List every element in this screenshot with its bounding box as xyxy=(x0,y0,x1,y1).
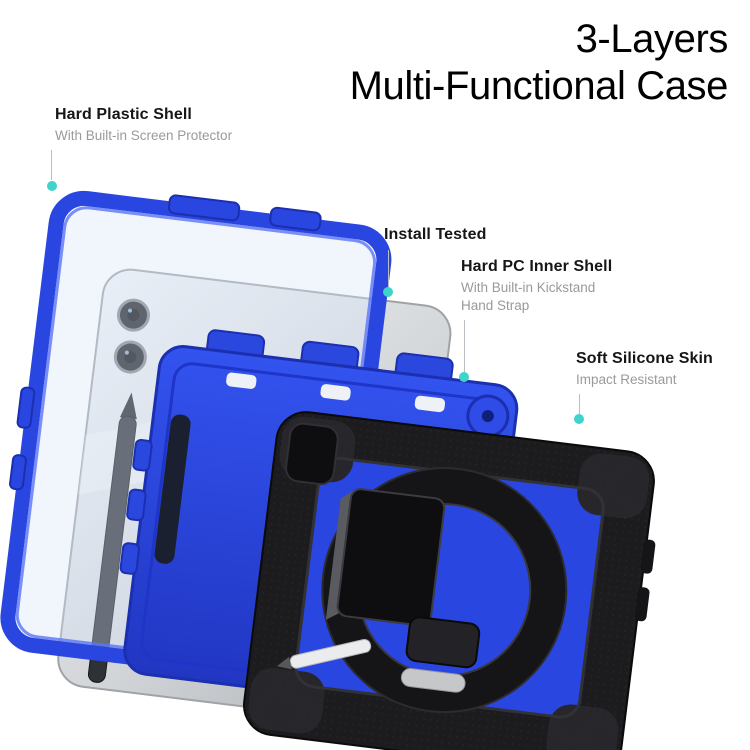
page-title: 3-Layers Multi-Functional Case xyxy=(349,16,729,110)
kickstand xyxy=(325,488,481,669)
shell-side-clip xyxy=(119,542,141,575)
shell-side-clip xyxy=(132,438,153,472)
callout-leader-line xyxy=(388,250,389,286)
callout-marker-dot xyxy=(459,372,469,382)
shell-notch xyxy=(414,395,446,413)
callout-marker-dot xyxy=(47,181,57,191)
callout-label: Install Tested xyxy=(384,226,487,243)
callout-soft-silicone-skin: Soft Silicone Skin Impact Resistant xyxy=(576,350,713,389)
callout-leader-line xyxy=(579,394,580,414)
ring-strap-clip xyxy=(400,668,466,693)
title-line-1: 3-Layers xyxy=(575,17,729,61)
callout-hard-pc-inner-shell: Hard PC Inner Shell With Built-in Kickst… xyxy=(461,258,612,315)
stylus-pen xyxy=(87,392,137,683)
skin-side-button xyxy=(634,587,650,622)
callout-marker-dot xyxy=(574,414,584,424)
callout-sublabel: Impact Resistant xyxy=(576,372,677,387)
shell-notch xyxy=(320,384,351,401)
callout-marker-dot xyxy=(383,287,393,297)
callout-install-tested: Install Tested xyxy=(384,226,486,244)
shell-pen-slot xyxy=(154,414,191,564)
tablet-camera-lenses xyxy=(113,298,150,374)
frame-button-cover xyxy=(9,454,27,491)
frame-top-tab xyxy=(269,206,322,232)
frame-top-tab xyxy=(167,194,241,222)
callout-label: Hard Plastic Shell xyxy=(55,106,192,123)
shell-notch xyxy=(226,372,257,389)
callout-label: Hard PC Inner Shell xyxy=(461,258,613,275)
shell-side-clip xyxy=(126,488,147,522)
callout-sublabel: With Built-in Screen Protector xyxy=(55,128,233,143)
callout-sublabel: With Built-in Kickstand Hand Strap xyxy=(461,280,596,314)
callout-label: Soft Silicone Skin xyxy=(576,350,713,367)
frame-button-cover xyxy=(16,386,36,429)
soft-silicone-skin xyxy=(243,411,656,750)
title-line-2: Multi-Functional Case xyxy=(349,64,729,109)
callout-leader-line xyxy=(51,150,52,180)
callout-hard-plastic-shell: Hard Plastic Shell With Built-in Screen … xyxy=(55,106,232,145)
spare-stylus xyxy=(276,638,372,670)
skin-side-button xyxy=(640,539,656,574)
callout-leader-line xyxy=(464,320,465,372)
skin-camera-cutout xyxy=(285,422,339,486)
